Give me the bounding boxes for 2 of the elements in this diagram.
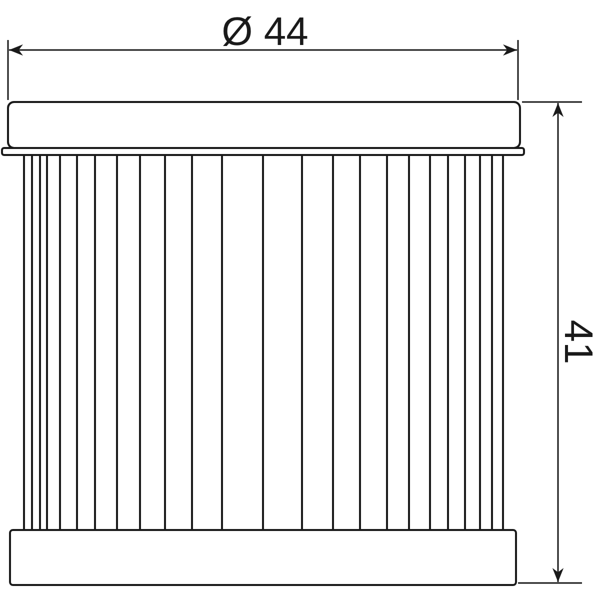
dimension-text: 41 [558, 320, 598, 364]
dimension-text: Ø 44 [222, 12, 308, 52]
